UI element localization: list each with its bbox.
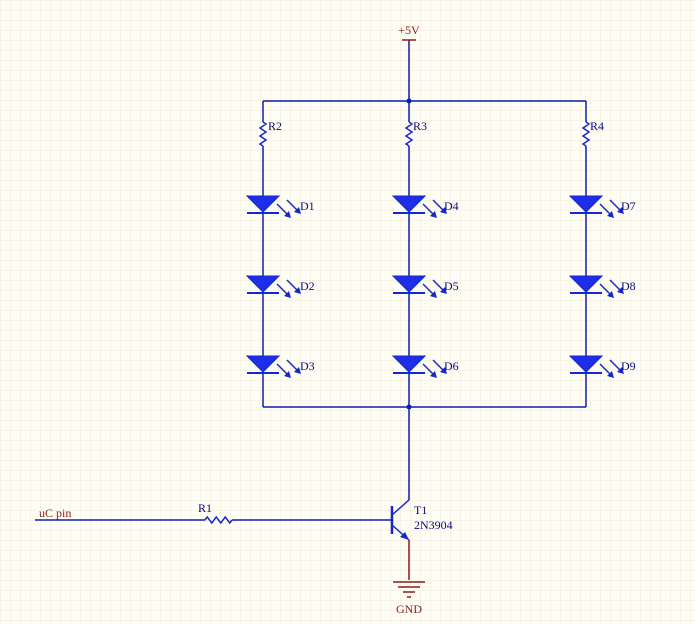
r2-label: R2 — [268, 119, 282, 133]
led-d8-arrowhead-1 — [617, 287, 624, 294]
transistor-emitter-arrow — [400, 532, 409, 540]
r3-label: R3 — [413, 119, 427, 133]
wires — [35, 40, 587, 580]
resistor-r2 — [258, 121, 268, 147]
led-d6-arrowhead-0 — [430, 371, 437, 378]
d1-label: D1 — [300, 199, 315, 213]
led-d1-arrowhead-0 — [284, 211, 291, 218]
led-d2-arrowhead-1 — [294, 287, 301, 294]
led-d1-arrowhead-1 — [294, 207, 301, 214]
resistor-r3 — [404, 121, 414, 147]
led-d4-arrowhead-1 — [440, 207, 447, 214]
led-d2-arrowhead-0 — [284, 291, 291, 298]
led-d1-body — [245, 195, 281, 213]
led-d8-arrowhead-0 — [607, 291, 614, 298]
led-d5 — [391, 275, 447, 298]
r4-label: R4 — [590, 119, 604, 133]
led-d7 — [568, 195, 624, 218]
gnd-label: GND — [396, 602, 422, 616]
d4-label: D4 — [444, 199, 459, 213]
led-d5-arrowhead-0 — [430, 291, 437, 298]
d3-label: D3 — [300, 359, 315, 373]
led-d6-body — [391, 355, 427, 373]
led-d7-arrowhead-0 — [607, 211, 614, 218]
d7-label: D7 — [621, 199, 636, 213]
led-d6 — [391, 355, 447, 378]
led-d3-arrowhead-1 — [294, 367, 301, 374]
led-d4-body — [391, 195, 427, 213]
d6-label: D6 — [444, 359, 459, 373]
led-d8-body — [568, 275, 604, 293]
led-d2 — [245, 275, 301, 298]
transistor-collector — [391, 499, 410, 516]
r1-label: R1 — [198, 501, 212, 515]
led-d4 — [391, 195, 447, 218]
led-d9-body — [568, 355, 604, 373]
t1-part-label: 2N3904 — [414, 518, 453, 532]
led-d8 — [568, 275, 624, 298]
led-d5-arrowhead-1 — [440, 287, 447, 294]
d5-label: D5 — [444, 279, 459, 293]
led-d9-arrowhead-1 — [617, 367, 624, 374]
uc-pin-label: uC pin — [39, 506, 71, 520]
led-d6-arrowhead-1 — [440, 367, 447, 374]
led-d4-arrowhead-0 — [430, 211, 437, 218]
led-d7-body — [568, 195, 604, 213]
d2-label: D2 — [300, 279, 315, 293]
led-d3-arrowhead-0 — [284, 371, 291, 378]
vcc-label: +5V — [398, 23, 420, 37]
led-d7-arrowhead-1 — [617, 207, 624, 214]
led-d3-body — [245, 355, 281, 373]
led-d9-arrowhead-0 — [607, 371, 614, 378]
d8-label: D8 — [621, 279, 636, 293]
led-d9 — [568, 355, 624, 378]
led-d1 — [245, 195, 301, 218]
resistor-r4 — [581, 121, 591, 147]
led-d5-body — [391, 275, 427, 293]
d9-label: D9 — [621, 359, 636, 373]
led-d3 — [245, 355, 301, 378]
t1-label: T1 — [414, 503, 427, 517]
resistor-r1 — [204, 515, 233, 525]
led-d2-body — [245, 275, 281, 293]
components — [204, 39, 624, 598]
